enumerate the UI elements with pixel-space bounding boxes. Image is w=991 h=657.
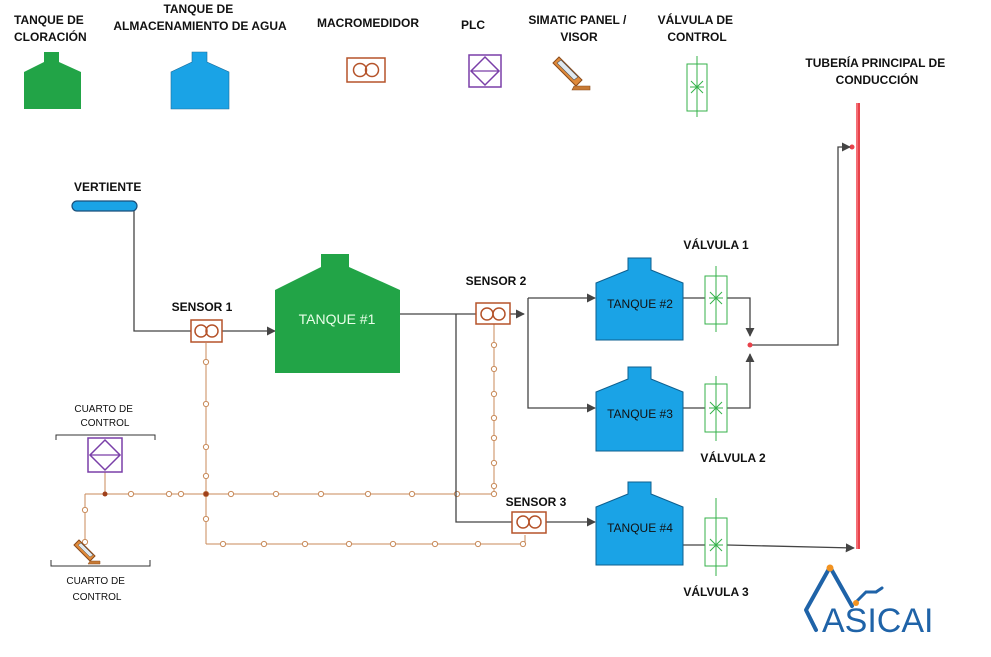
signal-node <box>202 515 210 523</box>
signal-node <box>389 540 397 548</box>
collector-junction <box>747 342 753 348</box>
tank-1[interactable] <box>275 254 400 373</box>
signal-node <box>202 400 210 408</box>
signal-node <box>219 540 227 548</box>
signal-node <box>490 434 498 442</box>
signal-node <box>453 490 461 498</box>
sensor-3-icon[interactable] <box>511 511 547 534</box>
signal-node <box>431 540 439 548</box>
signal-node <box>490 459 498 467</box>
control-room-top-label: CUARTO DE CONTROL <box>74 404 135 429</box>
signal-node <box>364 490 372 498</box>
signal-node <box>490 482 498 490</box>
control-room-top-bracket <box>55 434 156 440</box>
signal-node <box>177 490 185 498</box>
legend-macrometer-label: MACROMEDIDOR <box>317 16 419 30</box>
main-pipe <box>849 103 860 549</box>
signal-nodes <box>81 341 527 548</box>
legend-plc-label: PLC <box>461 18 485 32</box>
asicai-logo: ASICAI <box>803 560 975 640</box>
signal-junction <box>203 491 209 497</box>
signal-node <box>490 390 498 398</box>
signal-node <box>490 341 498 349</box>
signal-junction <box>102 491 108 497</box>
sensor-1-label: SENSOR 1 <box>172 300 233 314</box>
chlorination-tank-icon <box>24 52 81 109</box>
signal-node <box>81 506 89 514</box>
control-room-panel-icon[interactable] <box>73 539 101 565</box>
simatic-panel-icon <box>552 56 591 91</box>
signal-node <box>272 490 280 498</box>
tank-2-label: TANQUE #2 <box>607 297 673 311</box>
signal-node <box>127 490 135 498</box>
valve-2-icon[interactable] <box>704 376 728 441</box>
valve-3-label: VÁLVULA 3 <box>683 584 749 599</box>
legend: TANQUE DE CLORACIÓN TANQUE DE ALMACENAMI… <box>14 2 948 117</box>
signal-node <box>317 490 325 498</box>
control-room-plc-icon[interactable] <box>87 437 123 473</box>
tank-2[interactable] <box>595 257 684 341</box>
sensor-1-icon[interactable] <box>190 319 223 343</box>
logo-text: ASICAI <box>822 602 933 640</box>
macrometer-icon <box>346 57 386 83</box>
legend-storage-label: TANQUE DE ALMACENAMIENTO DE AGUA <box>113 2 287 33</box>
flow-pipes <box>133 142 855 553</box>
sensor-2-icon[interactable] <box>475 302 511 325</box>
sensor-3-label: SENSOR 3 <box>506 495 567 509</box>
valve-1-icon[interactable] <box>704 266 728 332</box>
signal-node <box>202 472 210 480</box>
valve-3-icon[interactable] <box>704 498 728 576</box>
source-pipe[interactable] <box>71 200 138 212</box>
signal-node <box>202 358 210 366</box>
signal-node <box>202 443 210 451</box>
tank-3-label: TANQUE #3 <box>607 407 673 421</box>
control-room-bottom-bracket <box>50 560 151 567</box>
signal-node <box>301 540 309 548</box>
legend-simatic-label: SIMATIC PANEL / VISOR <box>528 13 629 44</box>
plc-icon <box>468 54 502 88</box>
tank-4-label: TANQUE #4 <box>607 521 673 535</box>
signal-node <box>260 540 268 548</box>
signal-node <box>490 490 498 498</box>
source-label: VERTIENTE <box>74 180 141 194</box>
valve-2-label: VÁLVULA 2 <box>700 450 766 465</box>
control-room-bottom-label: CUARTO DE CONTROL <box>66 576 127 603</box>
signal-node <box>227 490 235 498</box>
legend-main-pipe-label: TUBERÍA PRINCIPAL DE CONDUCCIÓN <box>805 55 948 87</box>
tank-4[interactable] <box>595 481 684 566</box>
sensor-2-label: SENSOR 2 <box>466 274 527 288</box>
signal-node <box>165 490 173 498</box>
storage-tank-icon <box>170 51 230 110</box>
legend-chlorination-label: TANQUE DE CLORACIÓN <box>14 13 87 44</box>
tank-3[interactable] <box>595 366 684 452</box>
valve-1-label: VÁLVULA 1 <box>683 237 749 252</box>
legend-valve-label: VÁLVULA DE CONTROL <box>658 12 737 44</box>
signal-node <box>345 540 353 548</box>
signal-node <box>408 490 416 498</box>
signal-node <box>519 540 527 548</box>
tank-1-label: TANQUE #1 <box>299 311 376 327</box>
signal-node <box>490 365 498 373</box>
signal-node <box>81 538 89 546</box>
control-valve-icon <box>686 56 708 117</box>
signal-node <box>490 414 498 422</box>
signal-node <box>474 540 482 548</box>
